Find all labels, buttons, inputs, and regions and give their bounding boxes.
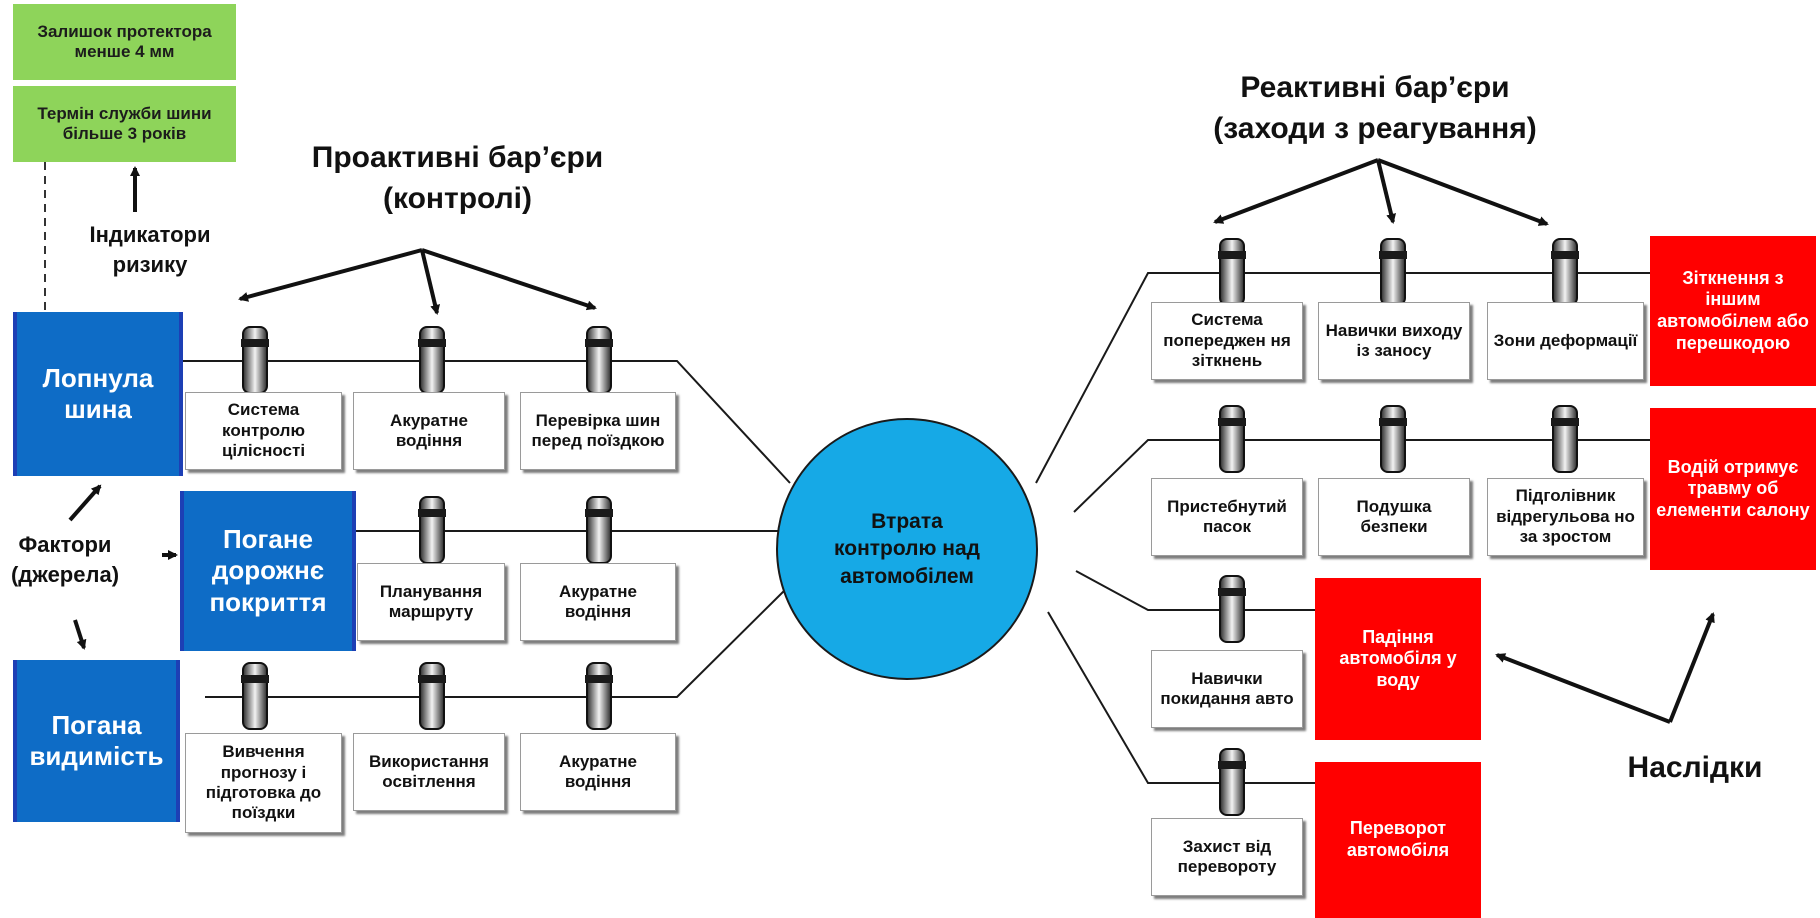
barrier-clip bbox=[1551, 238, 1579, 306]
barrier-clip bbox=[418, 326, 446, 394]
barrier-clip bbox=[585, 662, 613, 730]
barrier-clip bbox=[1218, 748, 1246, 816]
barrier-clip bbox=[1218, 238, 1246, 306]
right-pathways bbox=[1035, 272, 1660, 784]
barrier-clip bbox=[1379, 238, 1407, 306]
factors-label: Фактори (джерела) bbox=[10, 532, 120, 587]
consequence-driver-injury: Водій отримує травму об елементи салону bbox=[1650, 408, 1816, 570]
barrier-rollover-protection: Захист від перевороту bbox=[1151, 818, 1303, 896]
arrows bbox=[68, 158, 1715, 724]
barrier-clip bbox=[585, 496, 613, 564]
source-poor-visibility: Погана видимість bbox=[13, 660, 180, 822]
indicator-tread-depth: Залишок протектора менше 4 мм bbox=[13, 4, 236, 80]
barrier-clip bbox=[241, 662, 269, 730]
reactive-barriers-heading: Реактивні бар’єри (заходи з реагування) bbox=[1213, 71, 1537, 145]
barrier-careful-driving-2: Акуратне водіння bbox=[520, 563, 676, 641]
consequence-rollover: Переворот автомобіля bbox=[1315, 762, 1481, 918]
barrier-clips bbox=[241, 238, 1579, 816]
consequence-fall-into-water: Падіння автомобіля у воду bbox=[1315, 578, 1481, 740]
risk-indicators-label: Індикатори ризику bbox=[89, 222, 211, 277]
barrier-careful-driving-3: Акуратне водіння bbox=[520, 733, 676, 811]
barrier-integrity-monitoring: Система контролю цілісності bbox=[185, 392, 342, 470]
indicator-tire-age: Термін служби шини більше 3 років bbox=[13, 86, 236, 162]
top-event-circle: Втрата контролю над автомобілем bbox=[776, 418, 1038, 680]
consequence-collision: Зіткнення з іншим автомобілем або перешк… bbox=[1650, 236, 1816, 386]
barrier-careful-driving-1: Акуратне водіння bbox=[353, 392, 505, 470]
source-bad-road: Погане дорожнє покриття bbox=[180, 491, 356, 651]
proactive-barriers-heading: Проактивні бар’єри (контролі) bbox=[311, 141, 604, 215]
barrier-route-planning: Планування маршруту bbox=[357, 563, 505, 641]
consequences-label: Наслідки bbox=[1627, 751, 1763, 784]
barrier-clip bbox=[418, 496, 446, 564]
source-tire-burst: Лопнула шина bbox=[13, 312, 183, 476]
barrier-skid-recovery: Навички виходу із заносу bbox=[1318, 302, 1470, 380]
barrier-clip bbox=[1379, 405, 1407, 473]
barrier-headrest: Підголівник відрегульова но за зростом bbox=[1487, 478, 1644, 556]
barrier-tire-check: Перевірка шин перед поїздкою bbox=[520, 392, 676, 470]
barrier-seat-belt: Пристебнутий пасок bbox=[1151, 478, 1303, 556]
barrier-use-lighting: Використання освітлення bbox=[353, 733, 505, 811]
barrier-exit-skills: Навички покидання авто bbox=[1151, 650, 1303, 728]
barrier-collision-warning: Система попереджен ня зіткнень bbox=[1151, 302, 1303, 380]
barrier-airbag: Подушка безпеки bbox=[1318, 478, 1470, 556]
barrier-clip bbox=[585, 326, 613, 394]
barrier-clip bbox=[418, 662, 446, 730]
barrier-clip bbox=[241, 326, 269, 394]
barrier-clip bbox=[1218, 405, 1246, 473]
barrier-forecast-preparation: Вивчення прогнозу і підготовка до поїздк… bbox=[185, 733, 342, 833]
barrier-crumple-zones: Зони деформації bbox=[1487, 302, 1644, 380]
barrier-clip bbox=[1218, 575, 1246, 643]
barrier-clip bbox=[1551, 405, 1579, 473]
